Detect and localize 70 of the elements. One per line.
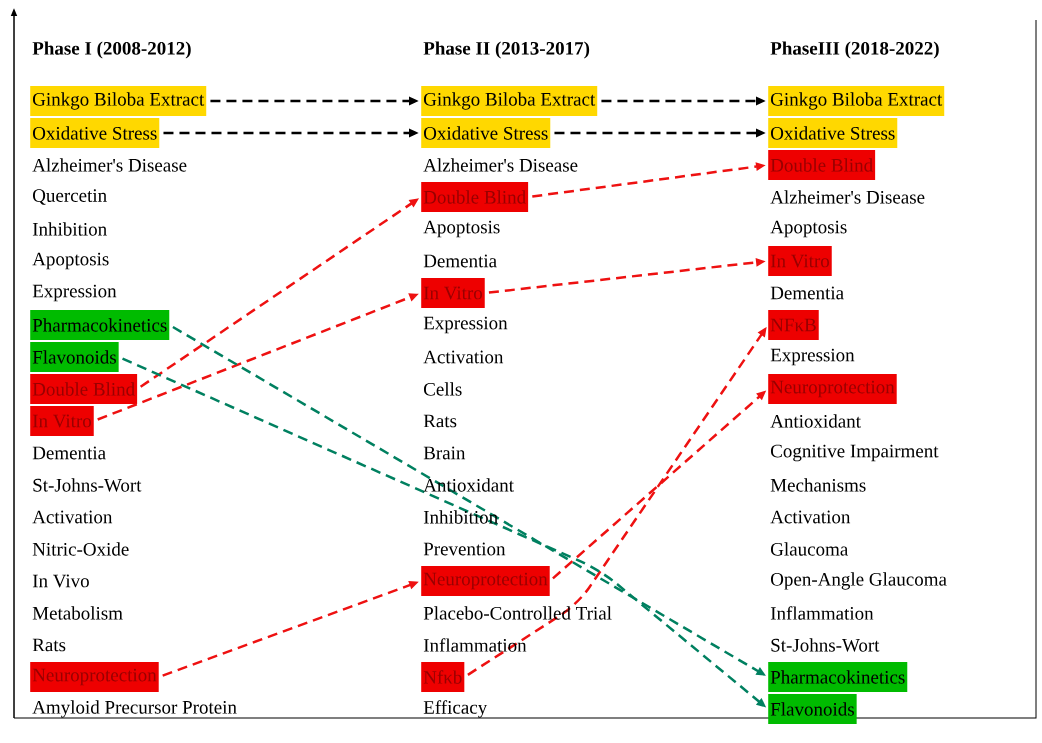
term: Prevention [423, 542, 506, 556]
highlighted-term: Flavonoids [768, 694, 857, 724]
column-heading: Phase I (2008-2012) [32, 41, 191, 59]
term: Placebo-Controlled Trial [423, 606, 612, 620]
term: Brain [423, 446, 466, 460]
node-label: In Vitro [32, 414, 92, 428]
column-heading: PhaseIII (2018-2022) [770, 41, 939, 59]
highlighted-term: In Vitro [768, 246, 832, 276]
term: Inhibition [423, 510, 498, 524]
node-label: Oxidative Stress [423, 126, 548, 140]
node-label: Pharmacokinetics [770, 670, 905, 684]
term: Dementia [770, 286, 844, 300]
term: Apoptosis [770, 220, 847, 238]
term: St-Johns-Wort [33, 478, 142, 492]
node-label: Ginkgo Biloba Extract [770, 92, 943, 110]
highlighted-term: Double Blind [421, 182, 529, 212]
term: Mechanisms [770, 478, 866, 492]
term: Activation [423, 350, 504, 364]
term: Alzheimer's Disease [423, 158, 578, 172]
term: Alzheimer's Disease [32, 158, 187, 172]
highlighted-term: Double Blind [30, 374, 138, 404]
highlighted-term: Oxidative Stress [768, 118, 898, 148]
term: St-Johns-Wort [771, 638, 880, 652]
term: Activation [32, 510, 113, 524]
node-label: Ginkgo Biloba Extract [32, 92, 205, 110]
term: Glaucoma [771, 542, 849, 556]
term: Rats [423, 414, 457, 428]
term: Expression [770, 348, 855, 366]
term: Antioxidant [423, 478, 514, 492]
term: Activation [770, 510, 851, 524]
term: Inflammation [770, 606, 874, 620]
term: Nitric-Oxide [32, 542, 129, 556]
node-label: Flavonoids [770, 702, 854, 716]
term: Quercetin [33, 189, 107, 205]
highlighted-term: Double Blind [768, 150, 876, 180]
term: Inflammation [423, 638, 527, 652]
term: Alzheimer's Disease [770, 190, 925, 204]
highlighted-term: Nfκb [421, 662, 465, 692]
highlighted-term: Oxidative Stress [421, 118, 551, 148]
term: Metabolism [32, 606, 123, 620]
highlighted-term: Oxidative Stress [30, 118, 160, 148]
term: Dementia [423, 254, 497, 268]
term: Cells [424, 382, 462, 396]
highlighted-term: Ginkgo Biloba Extract [421, 86, 598, 116]
highlighted-term: Neuroprotection [768, 374, 897, 404]
highlighted-term: In Vitro [421, 278, 485, 308]
term: Apoptosis [32, 252, 109, 270]
node-label: Pharmacokinetics [32, 318, 167, 332]
node-label: Oxidative Stress [770, 126, 895, 140]
node-label: Oxidative Stress [32, 126, 157, 140]
highlighted-term: NFκB [768, 310, 819, 340]
highlighted-term: Pharmacokinetics [30, 310, 170, 340]
term: Cognitive Impairment [771, 444, 939, 462]
highlighted-term: Ginkgo Biloba Extract [768, 86, 945, 116]
term: Inhibition [32, 222, 107, 236]
term: Apoptosis [423, 220, 500, 238]
node-label: Flavonoids [32, 350, 116, 364]
term: Open-Angle Glaucoma [771, 572, 947, 590]
column-heading: Phase II (2013-2017) [423, 41, 590, 59]
term: Dementia [32, 446, 106, 460]
node-label: Ginkgo Biloba Extract [423, 92, 596, 110]
term: In Vivo [32, 574, 89, 588]
term: Expression [32, 284, 117, 302]
highlighted-term: Ginkgo Biloba Extract [30, 86, 207, 116]
highlighted-term: Flavonoids [30, 342, 119, 372]
highlighted-term: In Vitro [30, 406, 94, 436]
highlighted-term: Neuroprotection [421, 566, 550, 596]
highlighted-term: Neuroprotection [30, 662, 159, 692]
highlighted-term: Pharmacokinetics [768, 662, 908, 692]
node-label: Double Blind [32, 382, 135, 396]
